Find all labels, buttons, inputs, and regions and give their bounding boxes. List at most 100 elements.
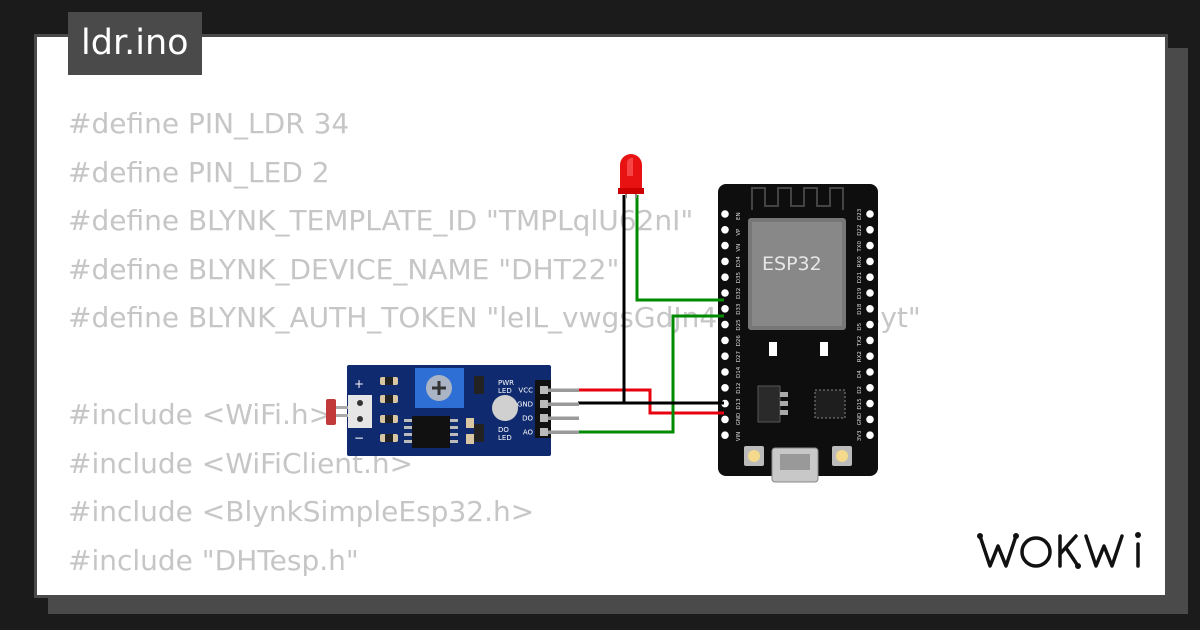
esp32-pin-d27[interactable]	[721, 352, 729, 361]
file-tab[interactable]: ldr.ino	[68, 12, 202, 75]
esp32-pin-label: D13	[736, 398, 742, 410]
esp32-pin-d12[interactable]	[721, 384, 729, 392]
ldr-pin-leg	[548, 416, 579, 420]
ldr-pin-label: GND	[517, 401, 533, 409]
wokwi-logo	[974, 522, 1152, 585]
ldr-pin-leg	[548, 430, 579, 434]
esp32-pin-d26[interactable]	[721, 336, 729, 345]
esp32-pin-d4[interactable]	[866, 368, 874, 376]
esp32-pin-label: D12	[736, 383, 742, 394]
esp32-pin-3v3[interactable]	[866, 431, 874, 440]
esp32-pin-d25[interactable]	[721, 320, 729, 329]
code-listing: #define PIN_LDR 34#define PIN_LED 2#defi…	[68, 100, 921, 585]
esp32-pin-d5[interactable]	[866, 320, 874, 329]
ldr-pin-label: AO	[523, 429, 534, 437]
minus-sign: −	[354, 431, 364, 445]
esp32-pin-d22[interactable]	[866, 226, 874, 234]
photoresistor	[326, 399, 350, 425]
pad	[769, 342, 777, 356]
esp32-pin-label: D26	[736, 335, 742, 347]
esp32-pin-label: RX0	[857, 256, 863, 268]
ldr-pin-vcc[interactable]	[540, 386, 548, 394]
usb-chip	[814, 389, 846, 419]
esp32-pin-label: RX2	[857, 351, 863, 362]
esp32-pin-en[interactable]	[721, 210, 729, 218]
esp32-pin-d19[interactable]	[866, 289, 874, 297]
esp32-pin-label: 3V3	[857, 430, 863, 441]
esp32-pin-d23[interactable]	[866, 210, 874, 218]
esp32-pin-label: TX0	[857, 240, 863, 252]
esp32-board[interactable]: ESP32 ENVPVND34D35D32D33D25D26D27D14D12D…	[718, 184, 878, 483]
esp32-pin-tx0[interactable]	[866, 241, 874, 250]
esp32-pin-tx2[interactable]	[866, 336, 874, 345]
esp32-pin-label: D19	[857, 287, 863, 299]
voltage-regulator	[757, 385, 781, 423]
code-line: #define PIN_LDR 34	[68, 107, 350, 140]
esp32-pin-d18[interactable]	[866, 305, 874, 313]
ldr-pin-label: DO	[522, 415, 533, 423]
ldr-pin-do[interactable]	[540, 414, 548, 422]
wire-led-anode[interactable]	[635, 195, 724, 302]
esp32-pin-label: VP	[736, 228, 742, 236]
esp32-pin-label: VIN	[736, 432, 742, 442]
esp32-pin-vin[interactable]	[721, 431, 729, 440]
esp32-pin-label: D34	[736, 256, 742, 268]
esp32-label: ESP32	[762, 253, 822, 275]
esp32-pin-d34[interactable]	[721, 257, 729, 266]
esp32-pin-vp[interactable]	[721, 226, 729, 234]
esp32-pin-label: D23	[857, 208, 863, 220]
esp32-pin-label: EN	[736, 212, 742, 220]
code-line: #define BLYNK_DEVICE_NAME "DHT22"	[68, 252, 620, 286]
esp32-pin-rx0[interactable]	[866, 257, 874, 266]
esp32-pin-label: D25	[736, 319, 742, 331]
esp32-pin-label: D4	[857, 370, 863, 378]
potentiometer[interactable]	[415, 368, 464, 408]
ldr-pin-label: VCC	[518, 387, 533, 395]
esp32-pin-d32[interactable]	[721, 289, 729, 297]
esp32-pin-label: D22	[857, 225, 863, 236]
ldr-pin-gnd[interactable]	[540, 400, 548, 408]
esp32-pin-label: GND	[736, 413, 742, 426]
code-line: #define BLYNK_TEMPLATE_ID "TMPLqlU62nI"	[68, 204, 694, 237]
esp32-pin-label: D27	[736, 350, 742, 362]
code-line: #include <WiFi.h>	[68, 398, 333, 431]
comparator-chip	[412, 416, 450, 448]
esp32-pin-rx2[interactable]	[866, 352, 874, 361]
pwr-led	[492, 395, 518, 421]
plus-sign: +	[354, 377, 364, 391]
pad	[820, 342, 828, 356]
antenna-trace	[751, 187, 844, 210]
esp32-pin-d15[interactable]	[866, 399, 874, 408]
code-line: #include <BlynkSimpleEsp32.h>	[68, 495, 535, 528]
wire-ao[interactable]	[578, 314, 724, 434]
code-line: #include "DHTesp.h"	[68, 543, 359, 577]
esp32-pin-d21[interactable]	[866, 273, 874, 282]
esp32-pin-label: D33	[736, 303, 742, 315]
ldr-module[interactable]: + −	[326, 365, 579, 456]
esp32-pin-label: D21	[857, 272, 863, 283]
preview-card	[34, 34, 1168, 598]
esp32-pin-d33[interactable]	[721, 305, 729, 313]
red-led[interactable]	[618, 154, 644, 198]
esp32-pin-d35[interactable]	[721, 273, 729, 282]
esp32-pin-label: D2	[857, 386, 863, 394]
wires	[578, 195, 724, 434]
esp32-pin-d2[interactable]	[866, 384, 874, 392]
ldr-pin-ao[interactable]	[540, 428, 548, 436]
esp32-pin-label: VN	[736, 244, 742, 252]
esp32-pin-label: D18	[857, 303, 863, 315]
esp32-pin-label: D32	[736, 288, 742, 299]
esp32-pin-label: D5	[857, 322, 863, 330]
esp32-pin-label: GND	[857, 413, 863, 426]
ldr-pin-leg	[548, 402, 579, 406]
esp32-pin-vn[interactable]	[721, 241, 729, 250]
esp32-pin-gnd[interactable]	[866, 415, 874, 424]
esp32-pin-label: D35	[736, 271, 742, 283]
esp32-pin-label: TX2	[857, 336, 863, 348]
esp32-pin-d14[interactable]	[721, 368, 729, 376]
esp32-pin-label: D14	[736, 366, 742, 378]
esp32-pin-gnd[interactable]	[721, 415, 729, 424]
